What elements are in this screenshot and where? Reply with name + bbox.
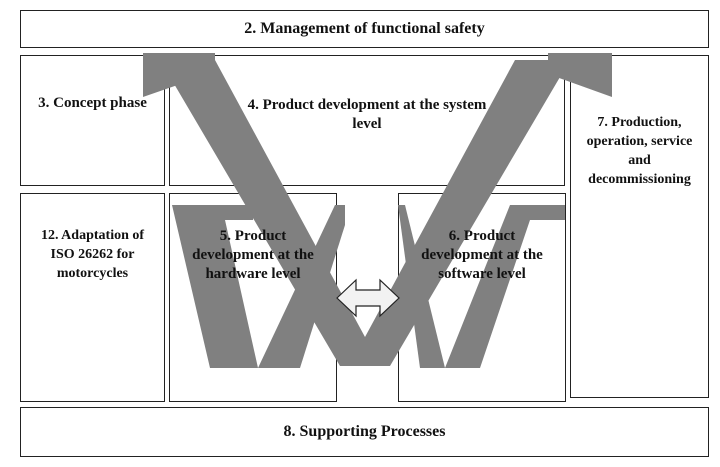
system-level-box — [169, 55, 565, 186]
concept-phase-box — [20, 55, 165, 186]
system-level-line1: 4. Product development at the system — [247, 97, 487, 113]
management-box — [20, 10, 709, 48]
concept-phase-text: 3. Concept phase — [38, 95, 147, 111]
concept-phase-label: 3. Concept phase — [20, 94, 165, 113]
production-label: 7. Production, operation, service and de… — [570, 113, 709, 189]
v-hw-right-arm — [258, 205, 345, 368]
v-main — [160, 60, 570, 366]
management-text: 2. Management of functional safety — [244, 20, 485, 37]
motorcycles-line3: motorcycles — [56, 266, 129, 281]
motorcycles-label: 12. Adaptation of ISO 26262 for motorcyc… — [20, 226, 165, 283]
motorcycles-line1: 12. Adaptation of — [40, 228, 145, 243]
production-box — [570, 55, 709, 398]
supporting-processes-label: 8. Supporting Processes — [20, 422, 709, 441]
hardware-line1: 5. Product — [219, 228, 287, 244]
motorcycles-line2: ISO 26262 for — [50, 247, 135, 262]
management-label: 2. Management of functional safety — [20, 19, 709, 38]
software-level-label: 6. Product development at the software l… — [398, 227, 566, 284]
supporting-processes-text: 8. Supporting Processes — [283, 423, 446, 440]
v-shape — [143, 53, 612, 368]
production-line2: operation, service — [586, 134, 693, 149]
software-line1: 6. Product — [448, 228, 516, 244]
v-hw-left-arm — [172, 205, 258, 368]
motorcycles-box — [20, 193, 165, 402]
hardware-line2: development at the — [192, 247, 314, 263]
v-sw-right-arm — [445, 205, 565, 368]
hardware-level-label: 5. Product development at the hardware l… — [169, 227, 337, 284]
double-headed-arrow-icon — [336, 278, 400, 318]
production-line1: 7. Production, — [597, 115, 682, 130]
production-line3: and — [628, 153, 651, 168]
v-sw-left-arm — [398, 205, 445, 368]
software-line2: development at the — [421, 247, 543, 263]
system-level-line2: level — [352, 116, 382, 132]
production-line4: decommissioning — [588, 172, 691, 187]
software-line3: software level — [438, 266, 526, 282]
system-level-label: 4. Product development at the system lev… — [169, 96, 565, 134]
hardware-line3: hardware level — [205, 266, 301, 282]
supporting-processes-box — [20, 407, 709, 457]
